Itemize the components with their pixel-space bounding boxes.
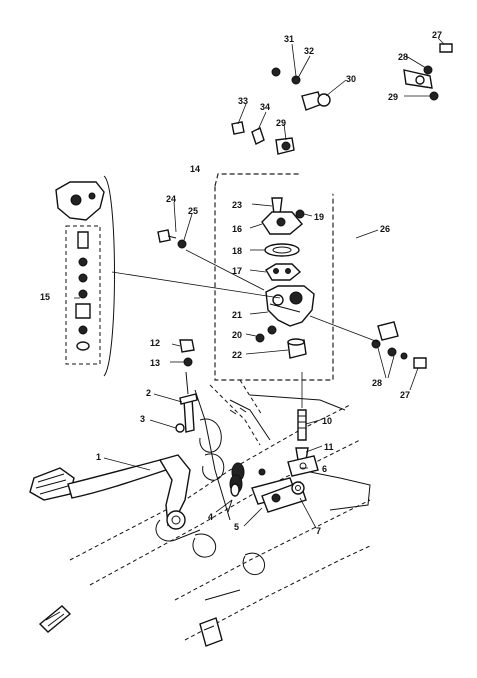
label-25: 25 [188, 206, 198, 216]
label-29-middle: 29 [276, 118, 286, 128]
label-28-top: 28 [398, 52, 408, 62]
union-bolts-washers [231, 43, 453, 369]
label-3: 3 [140, 414, 145, 424]
label-26: 26 [380, 224, 390, 234]
label-19: 19 [314, 212, 324, 222]
callout-labels: 1 2 3 4 5 6 7 10 11 12 13 14 15 16 17 18… [40, 30, 442, 536]
label-15: 15 [40, 292, 50, 302]
label-33: 33 [238, 96, 248, 106]
brake-hose [275, 64, 433, 341]
label-17: 17 [232, 266, 242, 276]
pedal-shaft [251, 468, 307, 513]
hose-leader-lines [111, 249, 379, 343]
label-29-top: 29 [388, 92, 398, 102]
lower-bracket [199, 617, 223, 647]
label-30: 30 [346, 74, 356, 84]
label-4: 4 [208, 512, 213, 522]
label-24: 24 [166, 194, 176, 204]
return-spring [227, 462, 245, 513]
label-27-top: 27 [432, 30, 442, 40]
push-rod-assembly [287, 372, 319, 477]
label-34: 34 [260, 102, 270, 112]
master-cylinder-group [214, 173, 334, 381]
label-21: 21 [232, 310, 242, 320]
label-7: 7 [316, 526, 321, 536]
label-18: 18 [232, 246, 242, 256]
label-11: 11 [324, 442, 334, 452]
reservoir-assembly [55, 175, 115, 377]
label-12: 12 [150, 338, 160, 348]
label-16: 16 [232, 224, 242, 234]
label-32: 32 [304, 46, 314, 56]
label-27-bottom: 27 [400, 390, 410, 400]
label-2: 2 [146, 388, 151, 398]
label-14: 14 [190, 164, 200, 174]
bolt-24-25 [157, 229, 187, 249]
front-direction-arrow-icon [38, 605, 72, 633]
label-1: 1 [96, 452, 101, 462]
label-6: 6 [322, 464, 327, 474]
label-22: 22 [232, 350, 242, 360]
label-20: 20 [232, 330, 242, 340]
label-10: 10 [322, 416, 332, 426]
label-28-bottom: 28 [372, 378, 382, 388]
callout-leaders [74, 37, 445, 529]
brake-pedal [29, 454, 191, 530]
label-23: 23 [232, 200, 242, 210]
label-5: 5 [234, 522, 239, 532]
frame-outline [69, 379, 373, 641]
label-13: 13 [150, 358, 160, 368]
label-31: 31 [284, 34, 294, 44]
pivot-bolt [175, 371, 198, 433]
